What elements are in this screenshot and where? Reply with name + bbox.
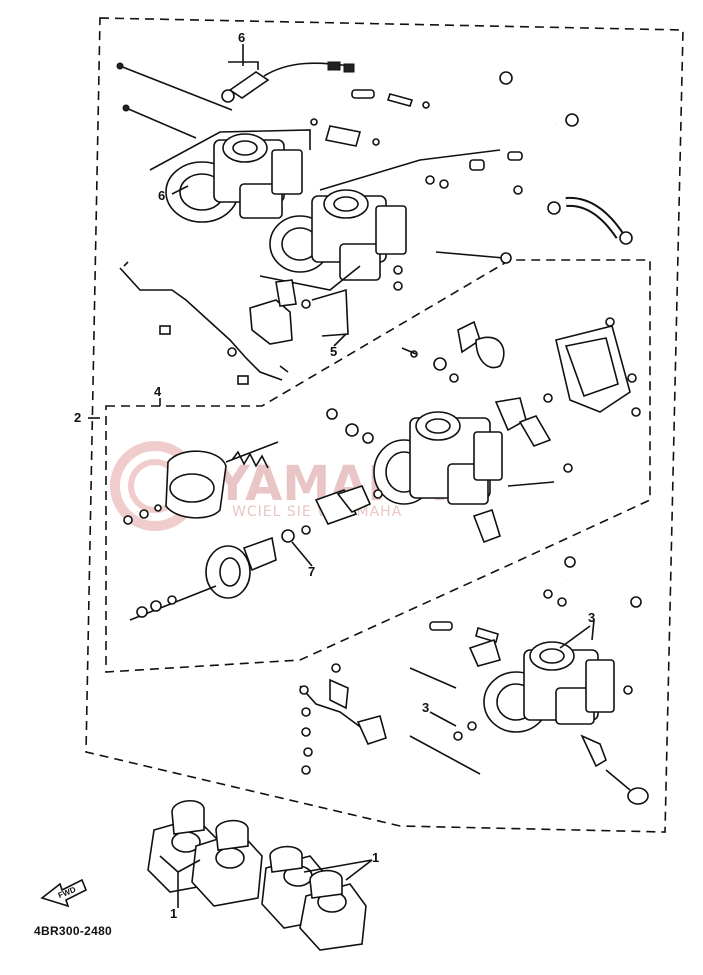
callout-4: 4 bbox=[154, 384, 162, 399]
group-4-parts bbox=[123, 441, 383, 621]
callout-2: 2 bbox=[74, 410, 81, 425]
callout-1-bottom: 1 bbox=[170, 906, 177, 921]
drawing-code: 4BR300-2480 bbox=[34, 924, 113, 938]
callout-3-right: 3 bbox=[588, 610, 595, 625]
bottom-carburetor-assembly bbox=[299, 556, 649, 805]
callout-3-left: 3 bbox=[422, 700, 429, 715]
callout-6-top: 6 bbox=[238, 30, 245, 45]
callout-6-left: 6 bbox=[158, 188, 165, 203]
assembly-2-boundary bbox=[85, 17, 684, 833]
second-carburetor-assembly bbox=[249, 149, 523, 345]
forward-arrow-icon: FWD bbox=[40, 878, 88, 908]
callout-5: 5 bbox=[330, 344, 337, 359]
center-carburetor-assembly bbox=[326, 317, 641, 544]
top-hoses bbox=[499, 71, 633, 245]
intake-joints bbox=[147, 800, 367, 951]
callout-7: 7 bbox=[308, 564, 315, 579]
watermark-tagline: WCIEL SIE W YAMAHA bbox=[232, 504, 402, 520]
leader-lines bbox=[88, 44, 595, 908]
top-carburetor-assembly bbox=[116, 61, 430, 223]
callouts: 6 6 5 4 2 7 3 3 1 1 bbox=[74, 30, 595, 921]
callout-1-right: 1 bbox=[372, 850, 379, 865]
group-4-boundary bbox=[105, 259, 651, 673]
throttle-linkage bbox=[119, 261, 289, 385]
